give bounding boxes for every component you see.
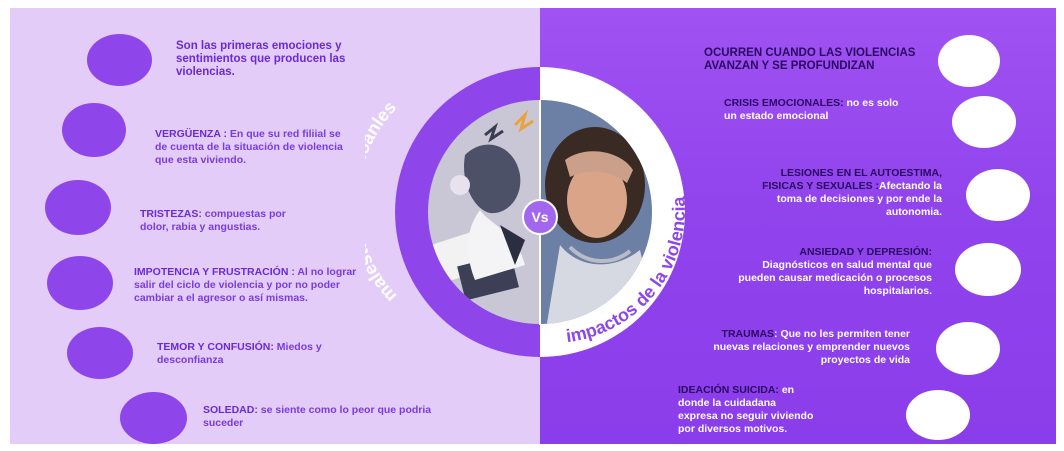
right-item-heading: CRISIS EMOCIONALES:: [724, 97, 844, 109]
right-bubble-5: [936, 322, 1000, 375]
right-item-text: Afectando la toma de decisiones y por en…: [776, 180, 942, 218]
left-item-text: se siente como lo peor que podria sucede…: [203, 404, 432, 429]
left-item-temor: TEMOR Y CONFUSIÓN: Miedos y desconfianza: [157, 341, 357, 367]
left-intro-text: Son las primeras emociones y sentimiento…: [176, 40, 346, 78]
right-bubble-6: [906, 390, 970, 440]
left-bubble-2: [62, 103, 126, 157]
left-arc-label: malestares emocioanles: [365, 97, 400, 306]
left-bubble-4: [47, 256, 113, 310]
left-bubble-1: [87, 34, 152, 86]
left-item-verguenza: VERGÜENZA : En que su red filiial se de …: [155, 128, 345, 167]
right-item-ideacion: IDEACIÓN SUICIDA: en donde la cuidadana …: [678, 384, 818, 436]
left-item-text: Miedos y desconfianza: [157, 341, 322, 366]
center-circle: malestares emocioanles impactos de la vi…: [365, 67, 689, 357]
vs-label: Vs: [531, 209, 548, 225]
right-item-text: Diagnósticos en salud mental que pueden …: [738, 259, 932, 297]
left-item-heading: SOLEDAD:: [203, 404, 258, 416]
stressed-woman-illustration: [430, 109, 534, 301]
right-intro-text: OCURREN CUANDO LAS VIOLENCIAS AVANZAN Y …: [704, 47, 916, 72]
left-bubble-3: [45, 180, 111, 235]
right-item-heading: TRAUMAS: [721, 328, 775, 340]
left-item-heading: VERGÜENZA :: [155, 128, 227, 140]
left-item-text: compuestas por dolor, rabia y angustias.: [140, 208, 286, 233]
left-item-heading: TRISTEZAS:: [140, 208, 202, 220]
right-item-text: : Que no les permiten tener nuevas relac…: [713, 328, 910, 366]
right-bubble-2: [952, 96, 1016, 148]
left-arc-label-text: malestares emocioanles: [365, 97, 400, 306]
left-item-soledad: SOLEDAD: se siente como lo peor que podr…: [203, 404, 433, 430]
left-item-text: : Al no lograr salir del ciclo de violen…: [134, 266, 357, 304]
left-item-text: En que su red filiial se de cuenta de la…: [155, 128, 343, 166]
right-item-crisis: CRISIS EMOCIONALES: no es solo un estado…: [724, 97, 914, 123]
right-item-heading: ANSIEDAD Y DEPRESIÓN:: [799, 246, 932, 258]
left-item-impotencia: IMPOTENCIA Y FRUSTRACIÓN : Al no lograr …: [134, 266, 364, 305]
right-item-lesiones: LESIONES EN EL AUTOESTIMA, FISICAS Y SEX…: [742, 167, 942, 219]
right-item-ansiedad: ANSIEDAD Y DEPRESIÓN: Diagnósticos en sa…: [732, 246, 932, 298]
right-item-text: en donde la cuidadana expresa no seguir …: [678, 384, 814, 435]
left-bubble-5: [67, 327, 133, 379]
right-item-traumas: TRAUMAS: Que no les permiten tener nueva…: [702, 328, 910, 367]
right-bubble-4: [955, 243, 1021, 296]
right-item-text: no es solo un estado emocional: [724, 97, 899, 122]
right-item-heading: IDEACIÓN SUICIDA:: [678, 384, 779, 396]
right-item-heading: LESIONES EN EL AUTOESTIMA, FISICAS Y SEX…: [762, 167, 942, 192]
left-item-heading: TEMOR Y CONFUSIÓN:: [157, 341, 274, 353]
left-item-heading: IMPOTENCIA Y FRUSTRACIÓN: [134, 266, 289, 278]
left-item-tristezas: TRISTEZAS: compuestas por dolor, rabia y…: [140, 208, 308, 234]
right-bubble-3: [966, 169, 1030, 221]
vs-badge: [522, 199, 558, 235]
left-bubble-6: [120, 392, 187, 444]
woman-photo: [545, 127, 652, 324]
right-bubble-1: [938, 35, 1000, 87]
